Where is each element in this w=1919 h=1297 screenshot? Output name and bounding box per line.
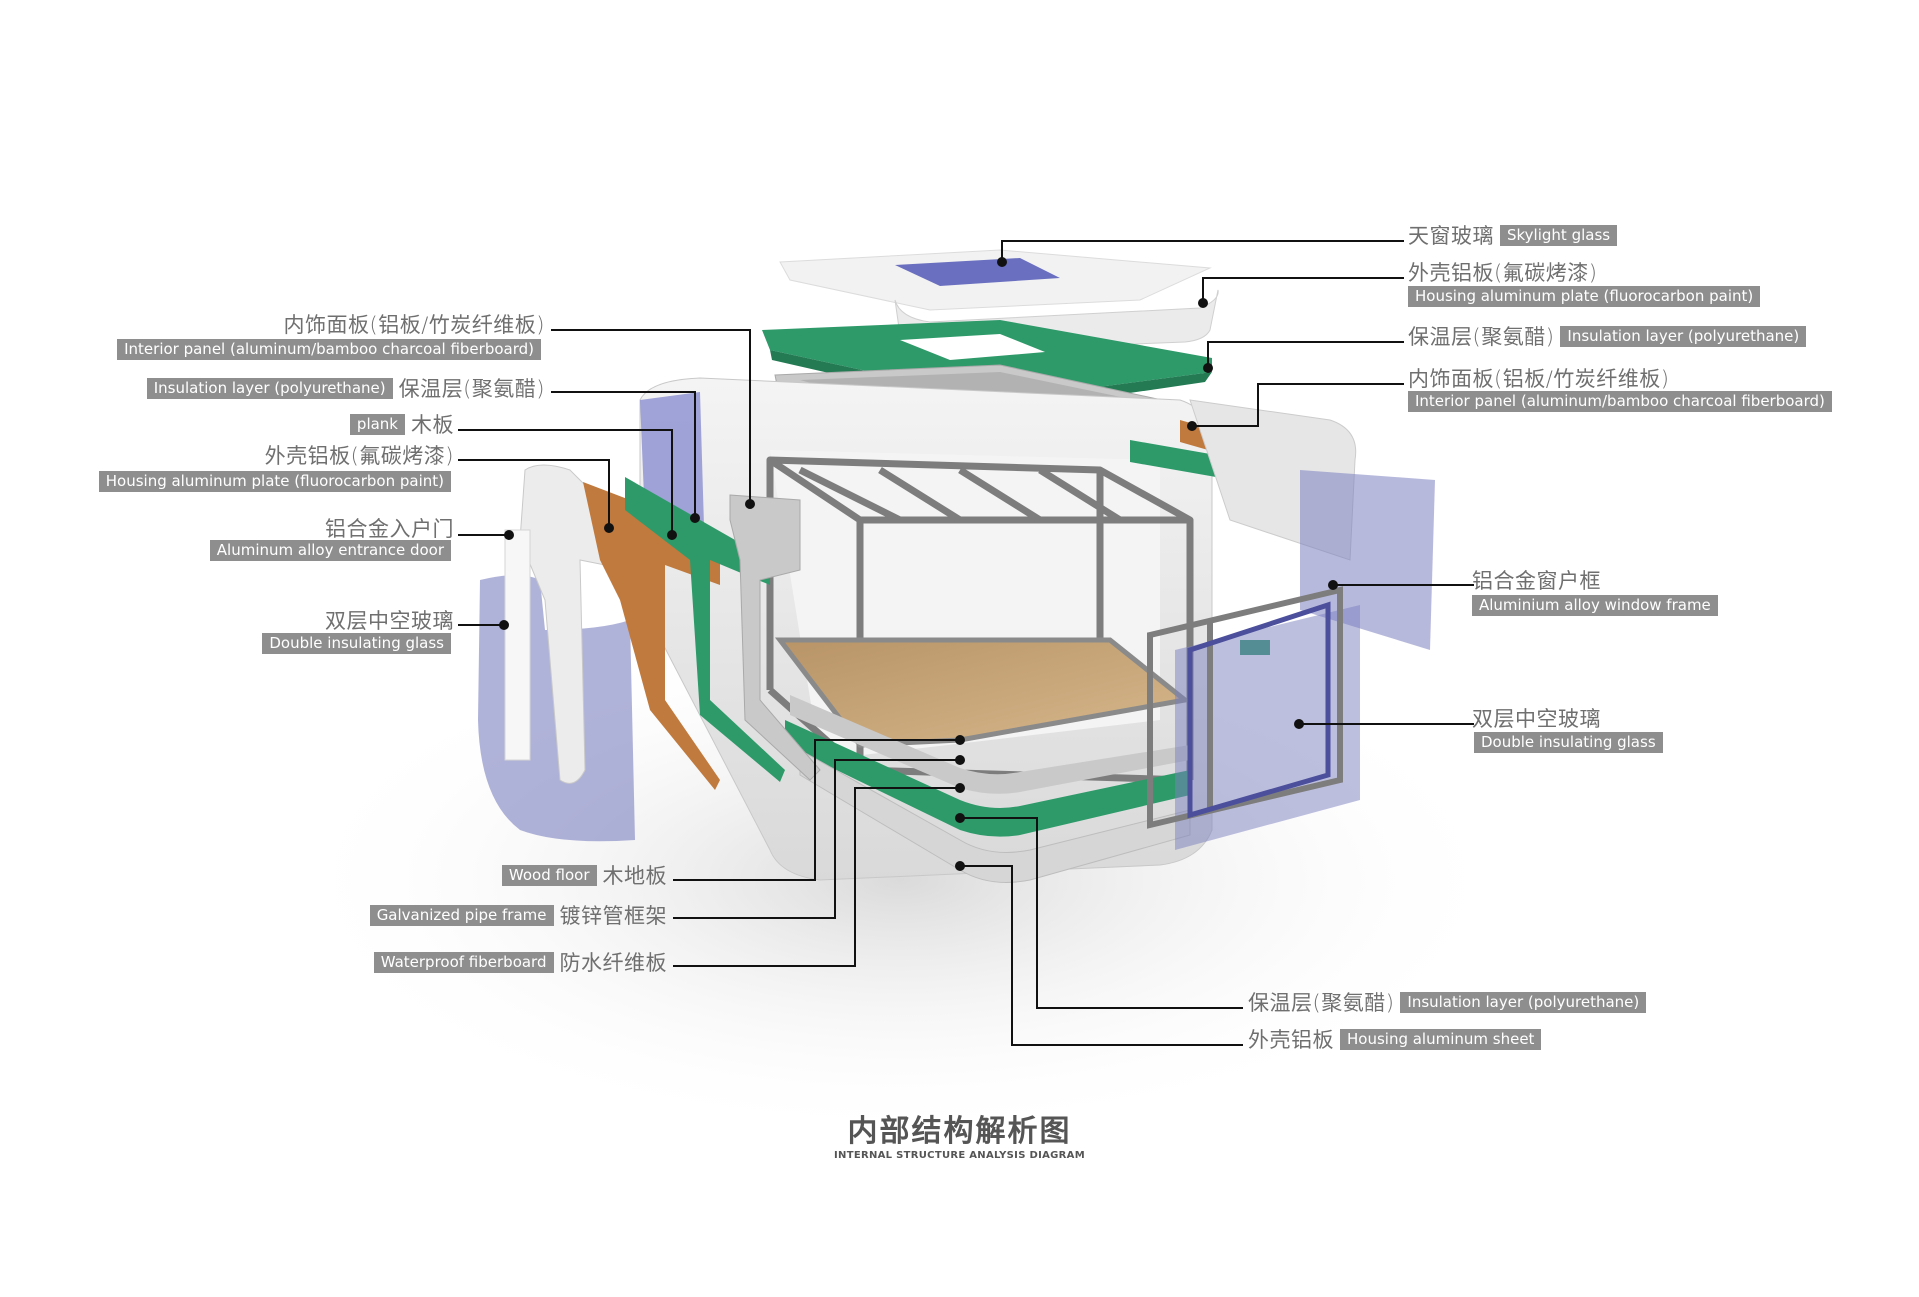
label-en: Double insulating glass [1474, 732, 1663, 753]
label-cn: 内饰面板(铝板/竹炭纤维板) [283, 313, 545, 337]
label-cn: 外壳铝板(氟碳烤漆) [264, 444, 454, 468]
label-en: Housing aluminum plate (fluorocarbon pai… [98, 471, 451, 492]
label-en: Aluminium alloy window frame [1472, 595, 1718, 616]
label-insulation-bottom: 保温层(聚氨醋) Insulation layer (polyurethane) [1248, 987, 1647, 1017]
label-en: Interior panel (aluminum/bamboo charcoal… [117, 339, 541, 360]
diagram-subtitle: INTERNAL STRUCTURE ANALYSIS DIAGRAM [834, 1150, 1085, 1161]
label-interior-panel-top-en: Interior panel (aluminum/bamboo charcoal… [1408, 391, 1832, 412]
label-en: Housing aluminum sheet [1340, 1028, 1542, 1050]
diagram-title: 内部结构解析图 [847, 1114, 1072, 1149]
label-en: plank [349, 413, 405, 435]
label-housing-plate-top-cn: 外壳铝板(氟碳烤漆) [1408, 257, 1597, 287]
label-en: Insulation layer (polyurethane) [1400, 991, 1647, 1013]
label-housing-plate-left-en: Housing aluminum plate (fluorocarbon pai… [98, 471, 451, 492]
label-cn: 铝合金入户门 [325, 517, 454, 541]
label-insulation-left: Insulation layer (polyurethane) 保温层(聚氨醋) [146, 373, 545, 403]
window-frame-inner [1187, 601, 1331, 819]
label-cn: 木地板 [602, 864, 667, 888]
label-housing-sheet-bottom: 外壳铝板 Housing aluminum sheet [1248, 1024, 1542, 1054]
label-cn: 防水纤维板 [559, 951, 667, 975]
door-inner-panel [504, 529, 531, 761]
label-cn: 外壳铝板 [1248, 1028, 1334, 1052]
label-window-frame-en: Aluminium alloy window frame [1472, 595, 1718, 616]
label-cn: 保温层(聚氨醋) [1408, 325, 1555, 349]
label-housing-plate-top-en: Housing aluminum plate (fluorocarbon pai… [1408, 286, 1761, 307]
label-entrance-door-en: Aluminum alloy entrance door [209, 540, 451, 561]
leader-dots [499, 257, 1338, 871]
label-plank: plank 木板 [349, 409, 454, 439]
label-en: Double insulating glass [262, 633, 451, 654]
right-upper-glass [1300, 470, 1435, 650]
label-double-glass-left-cn: 双层中空玻璃 [325, 605, 454, 635]
label-insulation-top: 保温层(聚氨醋) Insulation layer (polyurethane) [1408, 321, 1807, 351]
door-plank [583, 482, 720, 790]
label-en: Galvanized pipe frame [369, 904, 554, 926]
label-cn: 镀锌管框架 [559, 904, 667, 928]
label-housing-plate-left-cn: 外壳铝板(氟碳烤漆) [265, 440, 454, 470]
label-cn: 双层中空玻璃 [325, 609, 454, 633]
label-skylight-glass: 天窗玻璃 Skylight glass [1408, 220, 1618, 250]
label-cn: 天窗玻璃 [1408, 224, 1494, 248]
label-en: Interior panel (aluminum/bamboo charcoal… [1408, 391, 1832, 412]
label-en: Skylight glass [1500, 224, 1618, 246]
label-cn: 保温层(聚氨醋) [398, 377, 545, 401]
leader-lines [458, 240, 1474, 1046]
label-en: Waterproof fiberboard [373, 951, 554, 973]
label-cn: 铝合金窗户框 [1472, 569, 1601, 593]
label-wood-floor: Wood floor 木地板 [501, 860, 667, 890]
label-double-glass-right-cn: 双层中空玻璃 [1472, 703, 1601, 733]
label-cn: 木板 [411, 413, 454, 437]
label-double-glass-left-en: Double insulating glass [262, 633, 451, 654]
label-window-frame-cn: 铝合金窗户框 [1472, 565, 1601, 595]
label-en: Aluminum alloy entrance door [209, 540, 451, 561]
door-interior-panel [729, 494, 821, 781]
label-cn: 内饰面板(铝板/竹炭纤维板) [1408, 367, 1670, 391]
label-cn: 外壳铝板(氟碳烤漆) [1408, 261, 1598, 285]
label-cn: 双层中空玻璃 [1472, 707, 1601, 731]
label-galvanized-frame: Galvanized pipe frame 镀锌管框架 [369, 900, 667, 930]
label-en: Insulation layer (polyurethane) [1560, 325, 1807, 347]
label-en: Insulation layer (polyurethane) [146, 377, 393, 399]
label-interior-panel-left-cn: 内饰面板(铝板/竹炭纤维板) [284, 309, 545, 339]
label-interior-panel-top-cn: 内饰面板(铝板/竹炭纤维板) [1408, 363, 1669, 393]
label-interior-panel-left-en: Interior panel (aluminum/bamboo charcoal… [117, 339, 541, 360]
aluminium-window-frame [1147, 586, 1343, 829]
label-en: Wood floor [501, 864, 597, 886]
label-en: Housing aluminum plate (fluorocarbon pai… [1408, 286, 1761, 307]
label-double-glass-right-en: Double insulating glass [1474, 732, 1663, 753]
label-cn: 保温层(聚氨醋) [1248, 991, 1395, 1015]
label-entrance-door-cn: 铝合金入户门 [325, 513, 454, 543]
label-waterproof-fiberboard: Waterproof fiberboard 防水纤维板 [373, 947, 667, 977]
